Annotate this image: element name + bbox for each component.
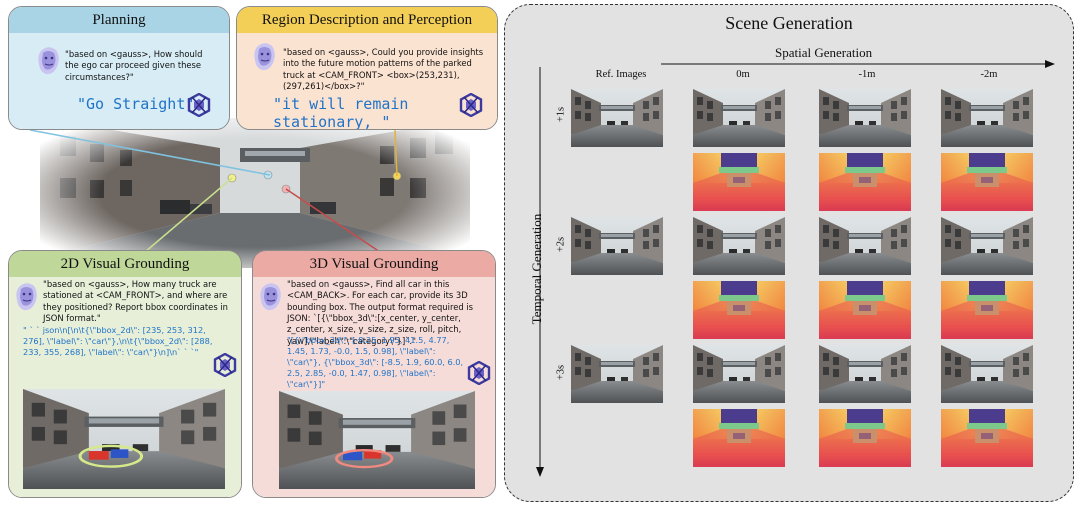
gauss-logo-icon bbox=[187, 93, 211, 117]
region-answer: "it will remain stationary, " bbox=[273, 95, 409, 130]
region-panel: Region Description and Perception "based… bbox=[236, 6, 498, 130]
rgb-3s-1m bbox=[819, 345, 911, 403]
column-label-1m: -1m bbox=[858, 69, 876, 80]
row-label-2s: +2s bbox=[555, 236, 567, 253]
grounding3d-body: "based on <gauss>, Find all car in this … bbox=[253, 277, 495, 497]
region-header: Region Description and Perception bbox=[237, 7, 497, 33]
depth-3s-1m bbox=[819, 409, 911, 467]
spatial-arrow bbox=[661, 60, 1055, 68]
temporal-arrow bbox=[536, 67, 544, 477]
column-label-0m: 0m bbox=[736, 69, 750, 80]
grounding2d-question: "based on <gauss>, How many truck are st… bbox=[43, 279, 228, 324]
front-camera-photo bbox=[40, 118, 470, 268]
depth-1s-2m bbox=[941, 153, 1033, 211]
depth-2s-1m bbox=[819, 281, 911, 339]
grounding3d-header: 3D Visual Grounding bbox=[253, 251, 495, 277]
rgb-2s-2m bbox=[941, 217, 1033, 275]
depth-2s-2m bbox=[941, 281, 1033, 339]
gauss-avatar-icon bbox=[13, 281, 39, 313]
planning-panel: Planning "based on <gauss>, How should t… bbox=[8, 6, 230, 130]
scene-title: Scene Generation bbox=[725, 13, 853, 33]
depth-1s-0m bbox=[693, 153, 785, 211]
grounding2d-body: "based on <gauss>, How many truck are st… bbox=[9, 277, 241, 497]
region-title: Region Description and Perception bbox=[261, 11, 473, 28]
grounding2d-photo bbox=[23, 389, 225, 489]
gauss-avatar-icon bbox=[35, 45, 61, 77]
gauss-avatar-icon bbox=[257, 281, 283, 313]
grounding2d-header: 2D Visual Grounding bbox=[9, 251, 241, 277]
scene-generation-panel: Scene Generation Spatial Generation Temp… bbox=[504, 4, 1074, 502]
ref-image-3s bbox=[571, 345, 663, 403]
grounding2d-answer: " ` ` json\n[\n\t{\"bbox_2d\": [235, 253… bbox=[23, 325, 213, 358]
planning-title: Planning bbox=[92, 11, 146, 28]
region-body: "based on <gauss>, Could you provide ins… bbox=[237, 33, 497, 130]
gauss-logo-icon bbox=[213, 353, 237, 377]
grounding3d-title: 3D Visual Grounding bbox=[309, 255, 439, 272]
row-label-3s: +3s bbox=[555, 364, 567, 381]
street-scene-image bbox=[40, 118, 470, 268]
planning-question: "based on <gauss>, How should the ego ca… bbox=[65, 49, 203, 82]
grounding2d-title: 2D Visual Grounding bbox=[60, 255, 190, 272]
planning-body: "based on <gauss>, How should the ego ca… bbox=[9, 33, 229, 129]
rgb-1s-0m bbox=[693, 89, 785, 147]
grounding2d-panel: 2D Visual Grounding "based on <gauss>, H… bbox=[8, 250, 242, 498]
spatial-generation-label: Spatial Generation bbox=[775, 45, 873, 60]
grounding3d-photo bbox=[279, 391, 475, 489]
rgb-3s-2m bbox=[941, 345, 1033, 403]
depth-3s-0m bbox=[693, 409, 785, 467]
rgb-3s-0m bbox=[693, 345, 785, 403]
rgb-2s-1m bbox=[819, 217, 911, 275]
gauss-logo-icon bbox=[467, 361, 491, 385]
depth-2s-0m bbox=[693, 281, 785, 339]
row-label-1s: +1s bbox=[555, 106, 567, 123]
region-question: "based on <gauss>, Could you provide ins… bbox=[283, 47, 484, 92]
column-label-2m: -2m bbox=[980, 69, 998, 80]
planning-answer: "Go Straight" bbox=[77, 95, 195, 113]
grounding3d-panel: 3D Visual Grounding "based on <gauss>, F… bbox=[252, 250, 496, 498]
gauss-logo-icon bbox=[459, 93, 483, 117]
column-label-ref: Ref. Images bbox=[595, 69, 647, 80]
rgb-1s-1m bbox=[819, 89, 911, 147]
depth-1s-1m bbox=[819, 153, 911, 211]
depth-3s-2m bbox=[941, 409, 1033, 467]
grounding3d-answer: "[{\"bbox_3d\": [-8.25, 1.95, 41.5, 4.77… bbox=[287, 335, 464, 390]
temporal-generation-label: Temporal Generation bbox=[529, 213, 544, 325]
ref-image-2s bbox=[571, 217, 663, 275]
grounding3d-question: "based on <gauss>, Find all car in this … bbox=[287, 279, 474, 346]
planning-header: Planning bbox=[9, 7, 229, 33]
ref-image-1s bbox=[571, 89, 663, 147]
gauss-avatar-icon bbox=[251, 41, 277, 73]
rgb-2s-0m bbox=[693, 217, 785, 275]
rgb-1s-2m bbox=[941, 89, 1033, 147]
